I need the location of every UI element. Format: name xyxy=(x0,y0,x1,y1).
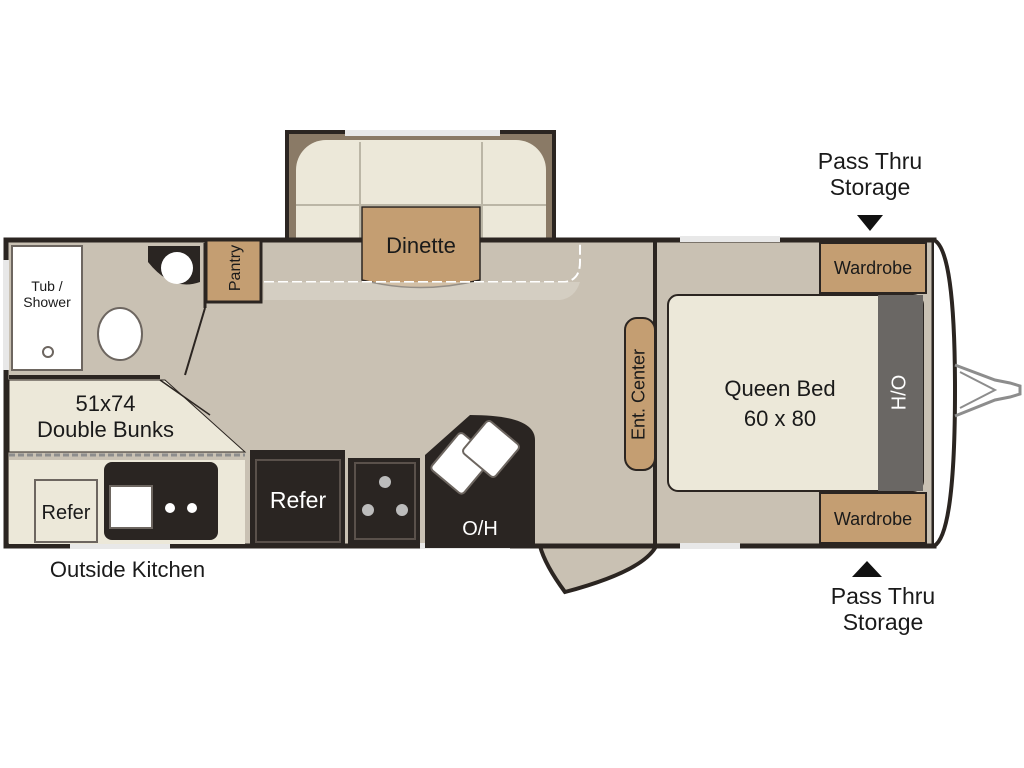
pantry-label: Pantry xyxy=(227,244,244,292)
outside-refer-label: Refer xyxy=(41,502,91,524)
label-line: Queen Bed xyxy=(724,376,836,401)
wardrobe-top xyxy=(819,242,927,294)
front-cap xyxy=(932,238,958,548)
ent-center xyxy=(624,317,656,471)
dinette-label: Dinette xyxy=(386,233,456,258)
label-line: Shower xyxy=(23,294,71,311)
queen-bed-label: Queen Bed 60 x 80 xyxy=(690,374,870,433)
bathroom xyxy=(9,243,207,379)
hitch xyxy=(954,363,1022,418)
outside-kitchen-label: Outside Kitchen xyxy=(49,557,206,582)
label-line: 51x74 xyxy=(75,391,136,416)
label-line: Pass Thru xyxy=(817,148,923,174)
label-line: Storage xyxy=(829,174,911,201)
entry-door-bump xyxy=(537,544,657,595)
outside-kitchen xyxy=(9,460,245,544)
label-line: Pass Thru xyxy=(830,583,936,609)
overhead-label: O/H xyxy=(462,518,498,540)
bunks-label: 51x74 Double Bunks xyxy=(18,391,193,444)
bunks xyxy=(8,379,247,457)
stove xyxy=(348,458,420,545)
refer-label: Refer xyxy=(269,487,327,513)
label-line: Tub / xyxy=(31,278,63,294)
wardrobe-bottom xyxy=(819,492,927,544)
label-line: Double Bunks xyxy=(37,417,174,443)
pass-thru-top-label: Pass Thru Storage xyxy=(795,148,945,201)
label-line: Storage xyxy=(842,609,924,636)
wardrobe-top-label: Wardrobe xyxy=(833,258,913,278)
wardrobe-bottom-label: Wardrobe xyxy=(833,509,913,529)
bed-headboard xyxy=(878,295,923,491)
bed-overhead-label: H/O xyxy=(888,374,911,411)
arrow-up xyxy=(852,561,882,577)
kitchen-sink xyxy=(425,415,535,548)
ent-center-label: Ent. Center xyxy=(628,348,649,441)
tub-shower-label: Tub / Shower xyxy=(12,278,82,310)
label-line: 60 x 80 xyxy=(743,405,817,431)
pantry xyxy=(204,238,263,304)
arrow-down xyxy=(857,215,883,231)
pass-thru-bottom-label: Pass Thru Storage xyxy=(808,583,958,636)
